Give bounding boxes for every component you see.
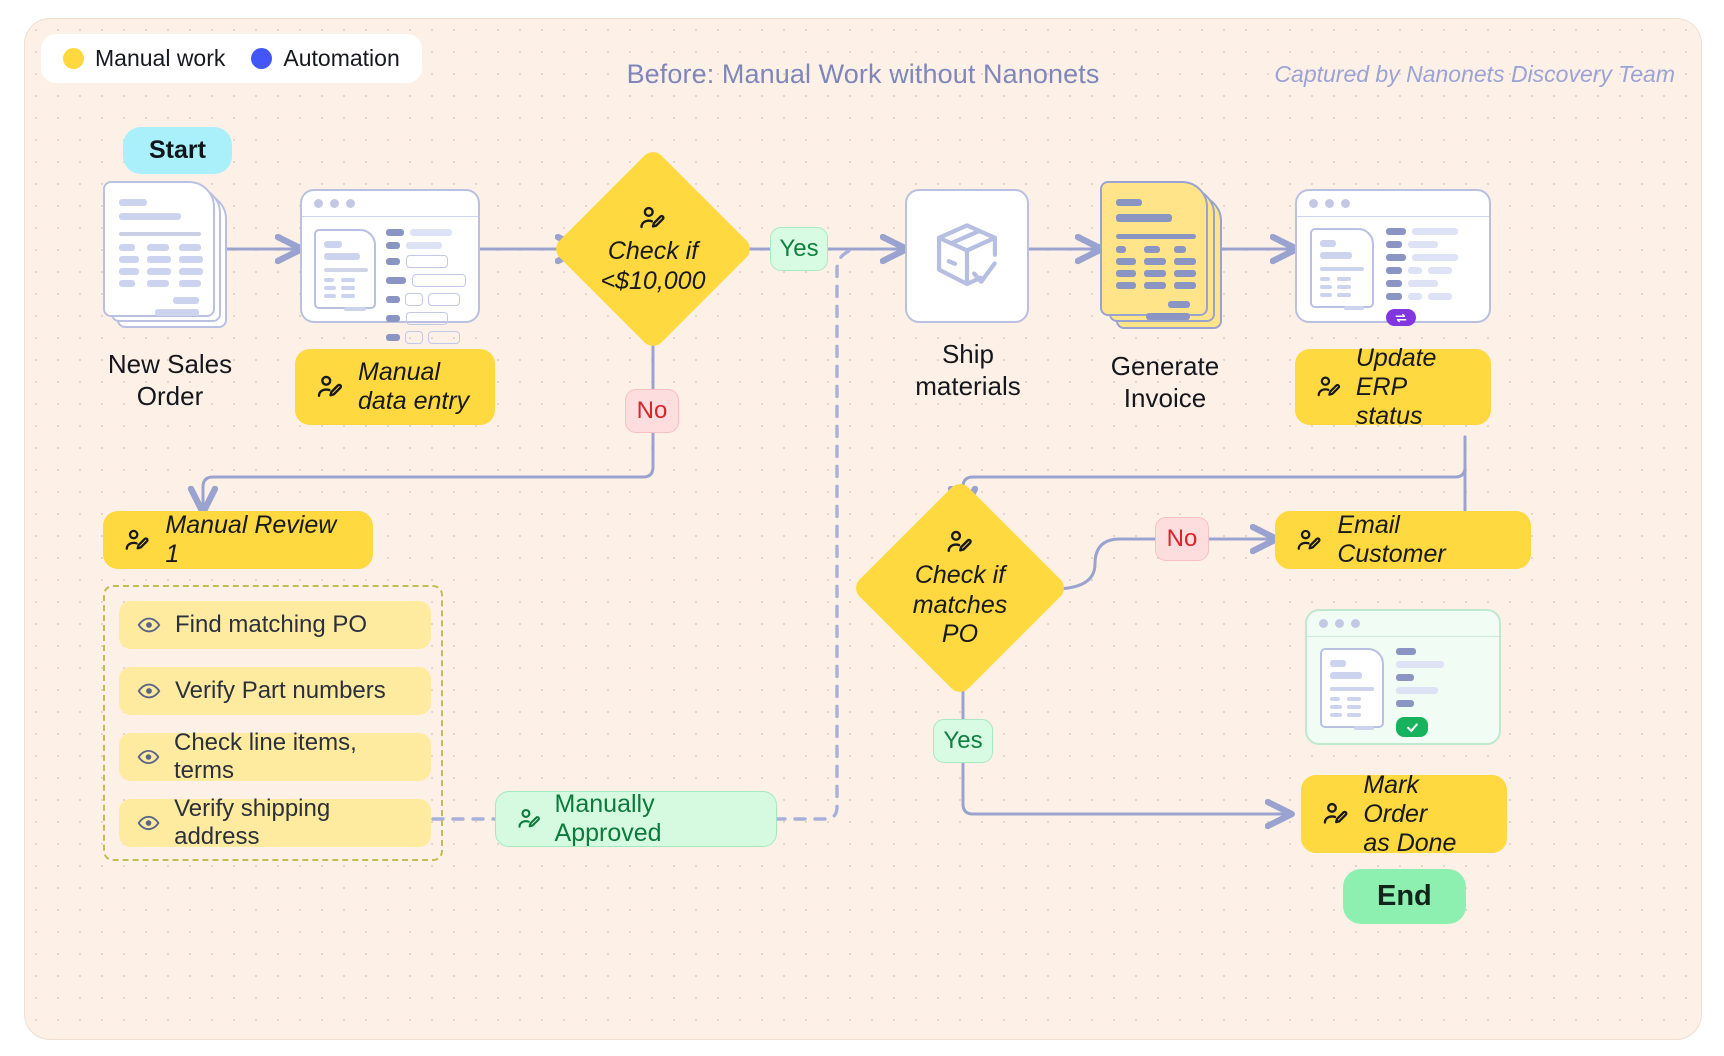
update-erp-line-1: Update xyxy=(1355,343,1437,372)
email-customer-label: Email Customer xyxy=(1337,511,1446,568)
legend-label-automation: Automation xyxy=(283,45,400,71)
generate-invoice-icon xyxy=(1100,181,1232,333)
manually-approved-label: Manually Approved xyxy=(554,790,662,847)
legend-swatch-manual xyxy=(63,48,84,69)
ship-materials-icon xyxy=(905,189,1029,323)
checklist-item-label: Check line items, terms xyxy=(174,729,357,784)
diagram-canvas: Manual work Automation Before: Manual Wo… xyxy=(24,18,1702,1040)
checklist-item[interactable]: Verify shipping address xyxy=(119,795,431,850)
edge-label-amount-yes: Yes xyxy=(770,227,828,271)
mark-done-line-2: as Done xyxy=(1363,828,1457,857)
manual-data-entry-line-2: data entry xyxy=(358,387,470,415)
caption-line-2: Order xyxy=(136,380,204,411)
person-edit-icon xyxy=(640,206,666,228)
email-customer-node[interactable]: Email Customer xyxy=(1275,511,1531,569)
caption-line-1: Ship xyxy=(941,339,995,369)
person-edit-icon xyxy=(518,808,540,828)
manual-review-label: Manual Review 1 xyxy=(165,511,337,568)
person-edit-icon xyxy=(317,375,343,397)
caption-line-2: materials xyxy=(915,370,1021,401)
window-titlebar xyxy=(302,191,478,217)
new-sales-order-icon xyxy=(103,181,233,331)
window-titlebar xyxy=(1307,611,1499,637)
legend: Manual work Automation xyxy=(41,34,422,83)
checklist-item[interactable]: Find matching PO xyxy=(119,601,431,649)
window-titlebar xyxy=(1297,191,1489,217)
person-edit-icon xyxy=(1317,376,1341,397)
check-po-line-1: Check if xyxy=(914,560,1006,589)
attribution-text: Captured by Nanonets Discovery Team xyxy=(1274,61,1675,87)
package-box-icon xyxy=(936,223,998,287)
mark-order-done-node[interactable]: Mark Order as Done xyxy=(1301,771,1507,857)
legend-item-automation: Automation xyxy=(251,45,400,72)
new-sales-order-caption: New Sales Order xyxy=(75,349,265,412)
manual-review-node[interactable]: Manual Review 1 xyxy=(103,511,373,569)
legend-label-manual: Manual work xyxy=(95,45,226,71)
check-amount-line-2: <$10,000 xyxy=(600,266,706,294)
ship-materials-caption: Ship materials xyxy=(893,339,1043,402)
start-terminal: Start xyxy=(123,127,232,174)
generate-invoice-caption: Generate Invoice xyxy=(1085,351,1245,414)
checklist-item-label: Find matching PO xyxy=(175,611,368,638)
order-done-app-window xyxy=(1305,609,1501,745)
checklist-item-label: Verify shipping address xyxy=(174,795,331,850)
page-title: Before: Manual Work without Nanonets xyxy=(626,59,1100,89)
check-po-line-2: matches xyxy=(912,590,1008,619)
eye-icon xyxy=(137,683,161,699)
window-dot xyxy=(314,199,323,208)
edge-label-po-no: No xyxy=(1155,517,1209,561)
person-edit-icon xyxy=(125,529,149,550)
eye-icon xyxy=(137,617,161,633)
window-dot xyxy=(1309,199,1318,208)
manual-review-checklist: Find matching PO Verify Part numbers Che… xyxy=(103,585,443,861)
caption-line-1: New Sales xyxy=(107,349,233,379)
caption-line-1: Generate xyxy=(1110,351,1220,381)
person-edit-icon xyxy=(1323,802,1348,824)
checklist-item[interactable]: Check line items, terms xyxy=(119,729,431,784)
end-terminal: End xyxy=(1343,869,1466,924)
edge-label-po-yes: Yes xyxy=(933,719,993,763)
check-matches-po-decision[interactable]: Check if matches PO xyxy=(851,479,1069,697)
eye-icon xyxy=(137,815,160,831)
check-amount-decision[interactable]: Check if <$10,000 xyxy=(551,147,755,351)
legend-item-manual: Manual work xyxy=(63,45,225,72)
window-dot xyxy=(1335,619,1344,628)
window-dot xyxy=(1319,619,1328,628)
eye-icon xyxy=(137,749,160,765)
window-dot xyxy=(1325,199,1334,208)
check-amount-line-1: Check if xyxy=(607,236,699,265)
sync-arrows-icon xyxy=(1386,309,1416,326)
window-dot xyxy=(1351,619,1360,628)
manual-data-entry-node[interactable]: Manual data entry xyxy=(295,349,495,425)
data-entry-app-window xyxy=(300,189,480,344)
window-dot xyxy=(330,199,339,208)
person-edit-icon xyxy=(947,530,973,552)
checklist-item[interactable]: Verify Part numbers xyxy=(119,667,431,715)
check-po-line-3: PO xyxy=(941,619,979,648)
checklist-item-label: Verify Part numbers xyxy=(175,677,386,704)
mark-done-line-1: Mark Order xyxy=(1363,770,1428,828)
check-icon xyxy=(1396,717,1428,737)
erp-app-window xyxy=(1295,189,1491,326)
person-edit-icon xyxy=(1297,529,1321,550)
update-erp-status-node[interactable]: Update ERP status xyxy=(1295,344,1491,430)
manual-data-entry-line-1: Manual xyxy=(358,358,440,386)
manually-approved-node[interactable]: Manually Approved xyxy=(495,790,777,847)
caption-line-2: Invoice xyxy=(1123,382,1207,413)
edge-label-amount-no: No xyxy=(625,389,679,433)
update-erp-line-2: ERP status xyxy=(1355,372,1423,430)
window-dot xyxy=(1341,199,1350,208)
window-dot xyxy=(346,199,355,208)
legend-swatch-automation xyxy=(251,48,273,69)
